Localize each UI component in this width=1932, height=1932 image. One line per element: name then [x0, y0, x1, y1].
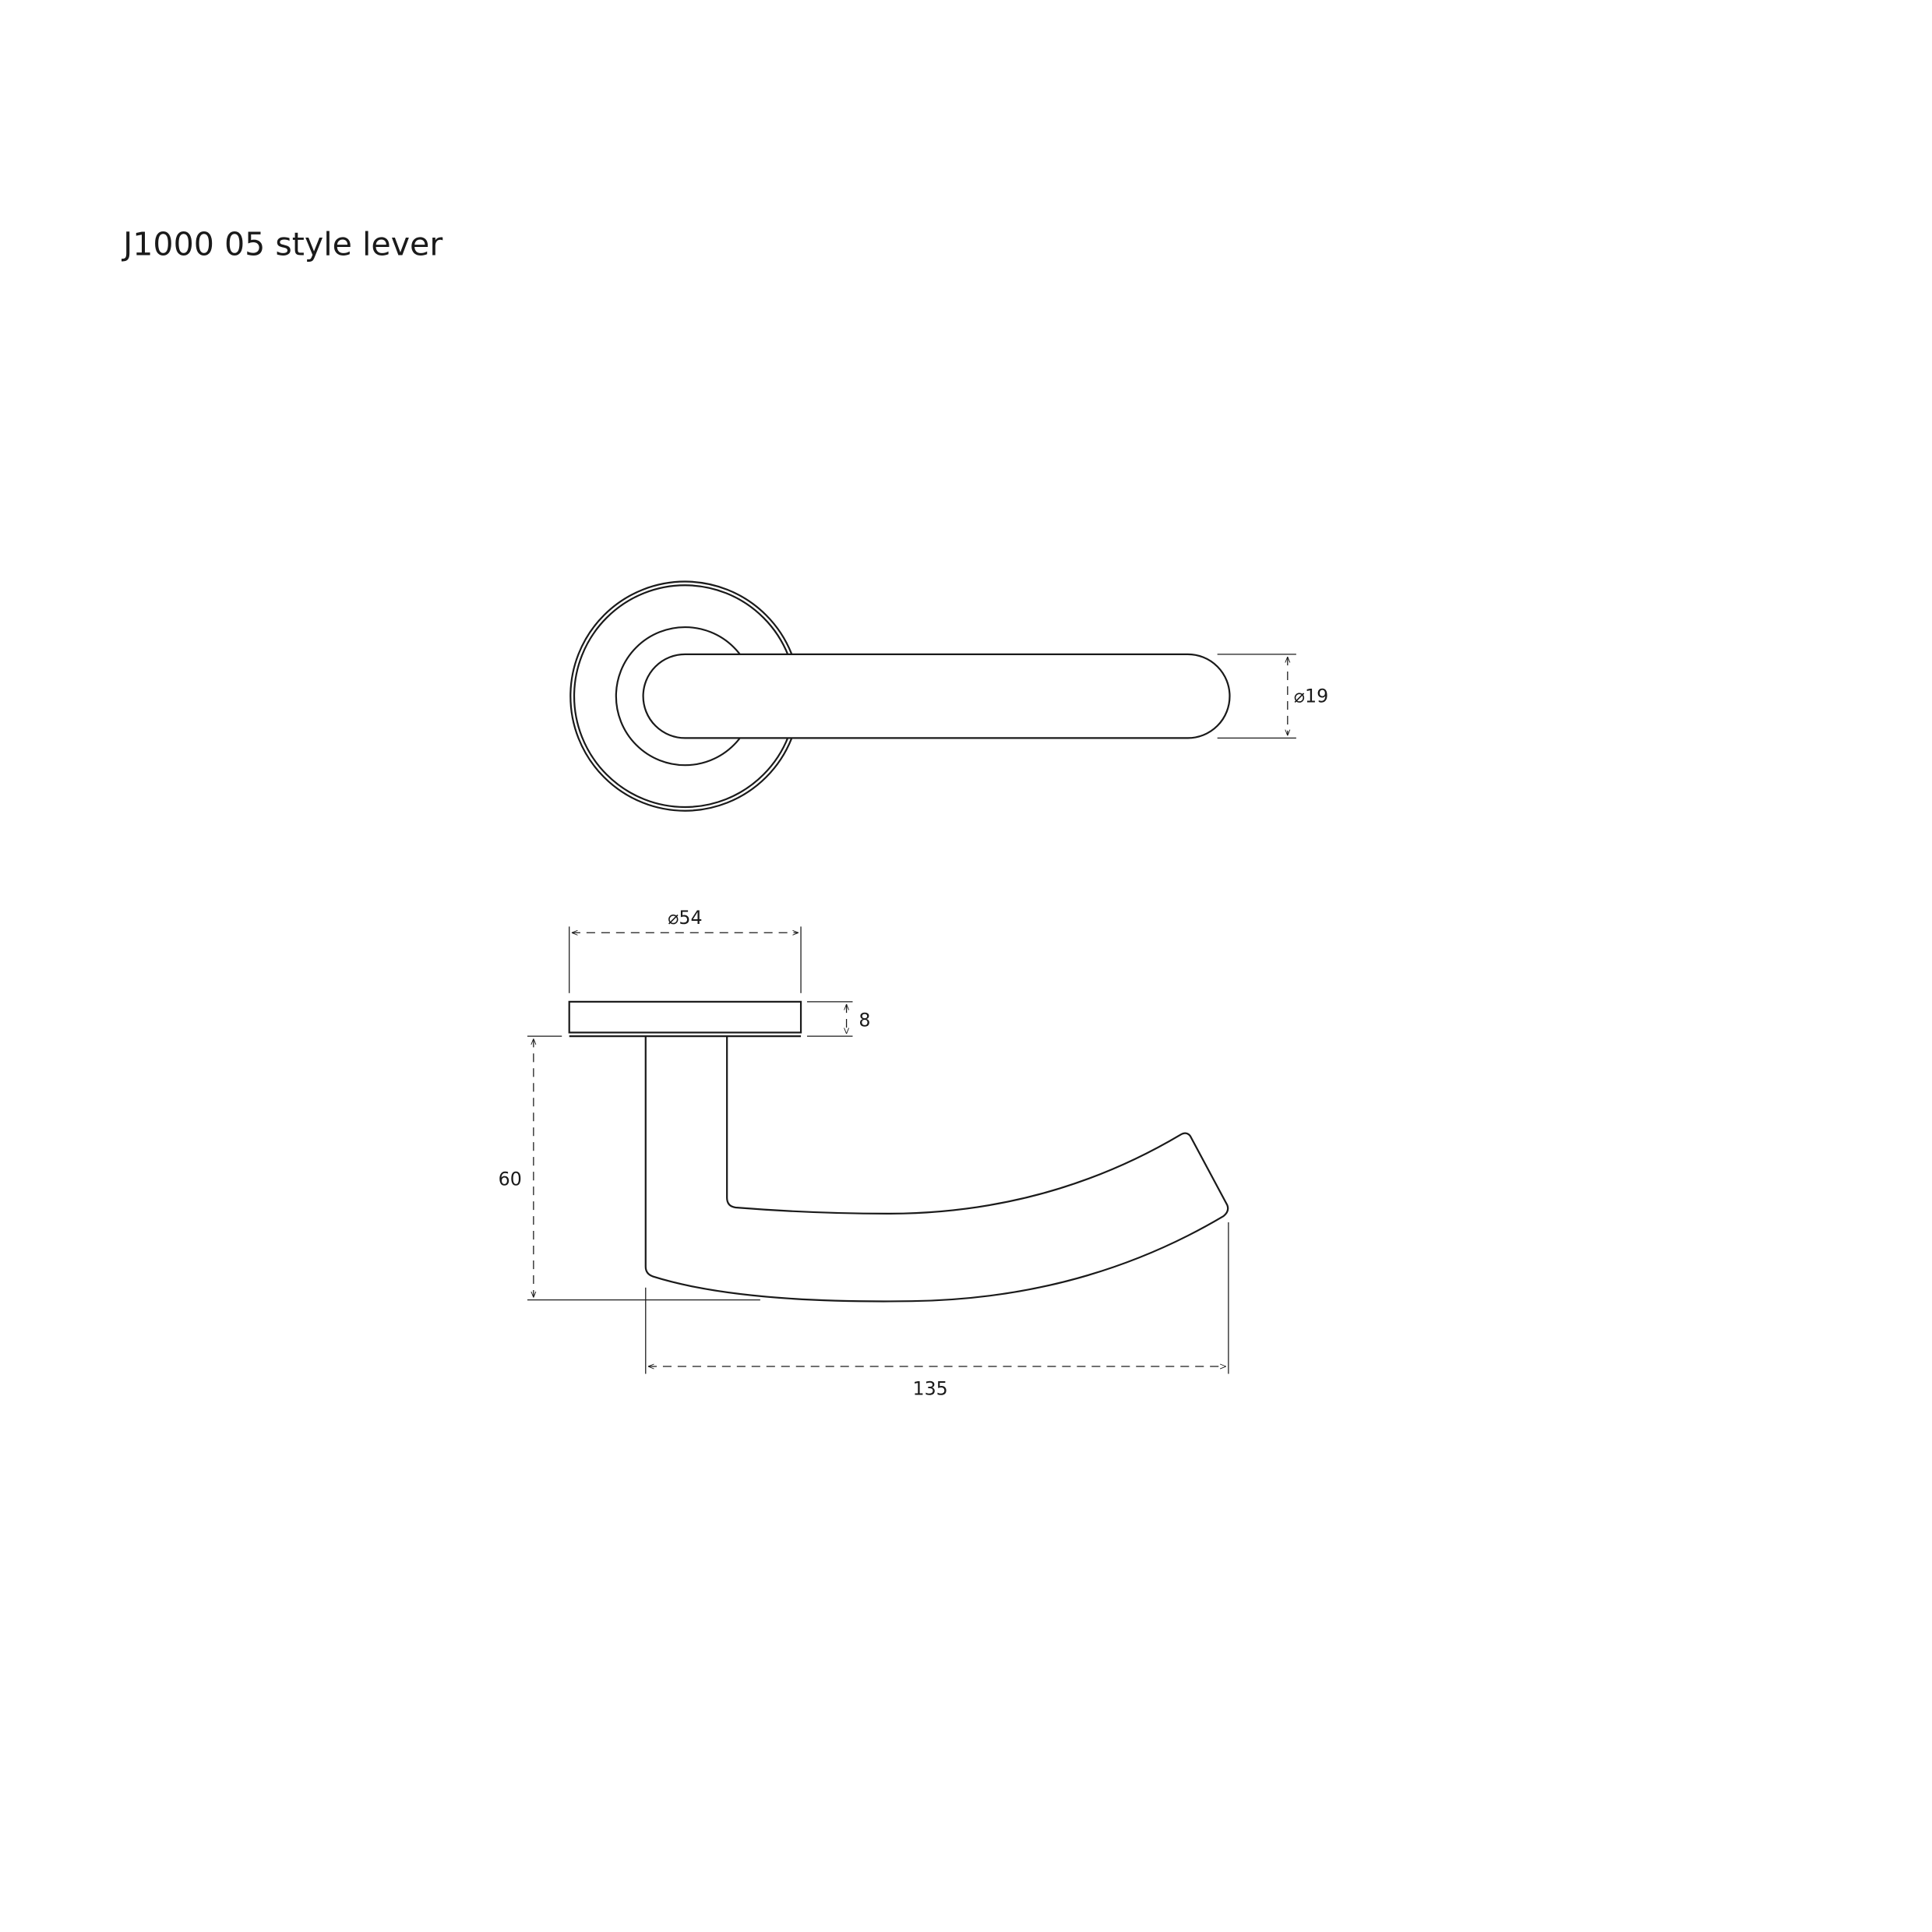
rose-side: [568, 1000, 802, 1034]
dimension-label-diameter-19: ⌀19: [1294, 686, 1328, 707]
lever-profile: [644, 1036, 1229, 1303]
top-view: ⌀19: [569, 580, 1328, 812]
side-view: ⌀54 8 60 135: [499, 907, 1229, 1399]
dimension-label-height-60: 60: [499, 1169, 522, 1190]
dimension-label-diameter-54: ⌀54: [668, 907, 702, 929]
dimension-label-length-135: 135: [912, 1377, 947, 1399]
drawing-title: J1000 05 style lever: [121, 225, 442, 263]
lever-bar: [642, 653, 1231, 739]
dimension-label-thickness-8: 8: [858, 1010, 870, 1031]
